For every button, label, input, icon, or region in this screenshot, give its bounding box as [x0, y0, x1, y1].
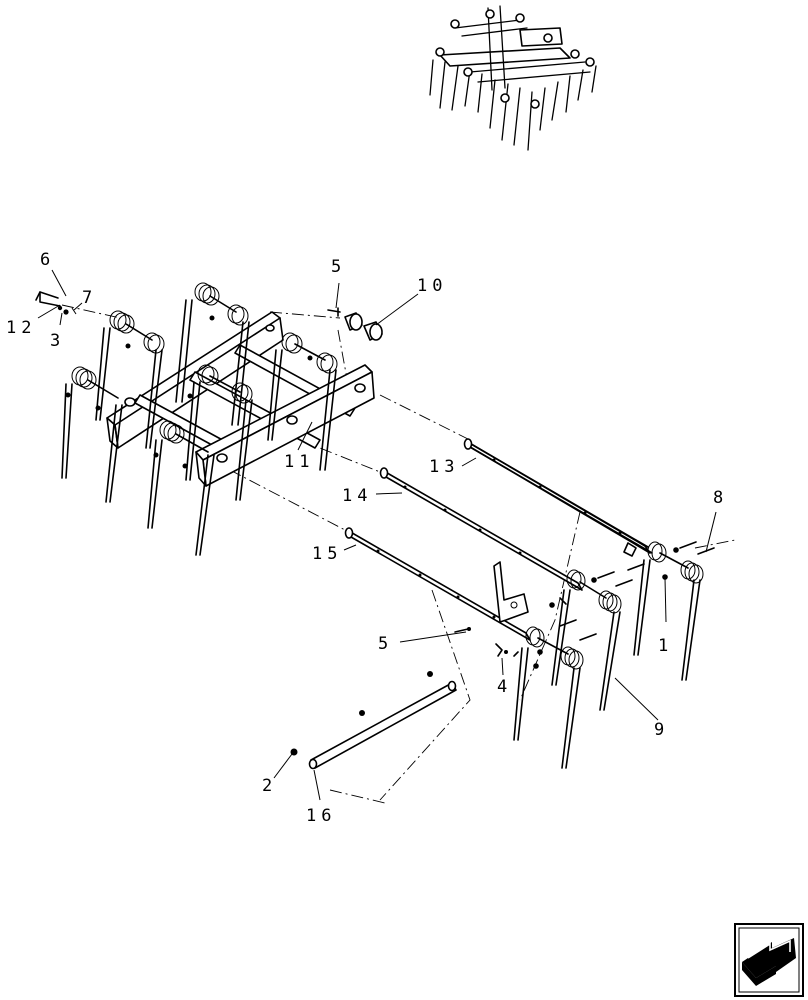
- callout-10: 10: [417, 276, 447, 296]
- callout-9: 9: [654, 720, 669, 740]
- hook-bolt: [35, 291, 77, 315]
- callout-8: 8: [713, 488, 728, 508]
- bushings: [344, 312, 383, 341]
- callout-7: 7: [82, 288, 97, 308]
- leader-lines: [37, 269, 717, 801]
- clip-4: [495, 643, 519, 657]
- callout-2: 2: [262, 776, 277, 796]
- adjustment-plate: [493, 542, 637, 623]
- callout-3: 3: [50, 331, 65, 351]
- shaft-tines: [513, 541, 704, 769]
- frame-bolts: [65, 315, 313, 469]
- callout-4: 4: [497, 677, 512, 697]
- callout-13: 13: [429, 457, 459, 477]
- frame-tines: [61, 282, 338, 556]
- lock-nut: [290, 748, 298, 756]
- pin-top: [327, 307, 341, 317]
- assembly-centerlines: [61, 304, 736, 804]
- assembly-thumbnail-icon: [429, 5, 597, 151]
- next-page-arrow-icon[interactable]: [734, 923, 804, 997]
- link-bar: [308, 671, 457, 770]
- callout-5-lower: 5: [378, 634, 393, 654]
- callout-6: 6: [40, 250, 55, 270]
- shaft-14: [379, 467, 583, 591]
- callout-11: 11: [284, 452, 314, 472]
- callout-14: 14: [342, 486, 372, 506]
- callout-15: 15: [312, 544, 342, 564]
- pin-lower: [454, 627, 471, 633]
- callout-labels: 1 2 3 4 5 5 6 7 8 9 10 11 12 13 14 15 16: [6, 250, 728, 826]
- bolts: [533, 541, 715, 669]
- callout-12: 12: [6, 318, 36, 338]
- shaft-13: [463, 438, 653, 554]
- callout-16: 16: [306, 806, 336, 826]
- callout-5-top: 5: [331, 257, 346, 277]
- callout-1: 1: [658, 636, 673, 656]
